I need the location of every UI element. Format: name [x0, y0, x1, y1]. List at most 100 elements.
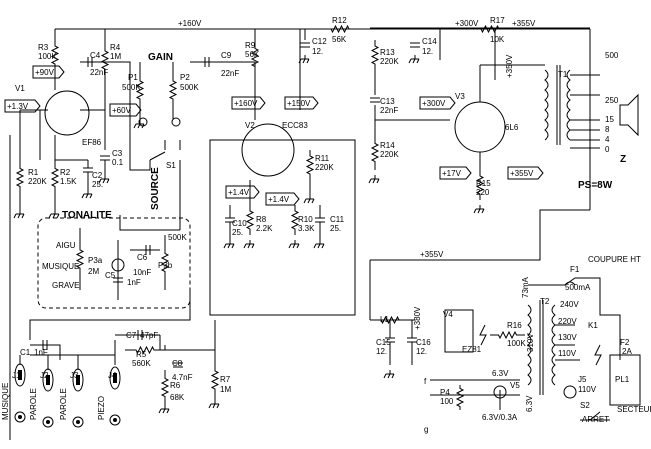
lamp-v5: [493, 385, 507, 399]
capacitor-c3: [100, 155, 110, 161]
label-ecc83: ECC83: [282, 121, 308, 130]
label-r7: R7: [220, 375, 231, 384]
label-r1: R1: [28, 168, 39, 177]
tone-output: [29, 290, 191, 340]
resistor-r16: [490, 330, 525, 340]
tag-90v: +90V: [35, 68, 55, 77]
label-p2: P2: [180, 73, 190, 82]
capacitor-c12: [300, 42, 310, 48]
label-aigu: AIGU: [56, 241, 76, 250]
tag-90v-box: [32, 65, 65, 79]
label-ef86: EF86: [82, 138, 102, 147]
resistor-r3: [50, 40, 60, 70]
label-c16v: 12.: [416, 347, 427, 356]
label-r9: R9: [245, 41, 256, 50]
speaker-icon: [619, 93, 639, 137]
capacitor-c11: [315, 217, 325, 223]
output-tap-500: 500: [605, 51, 619, 60]
label-f: f: [424, 377, 427, 386]
input-jack-j4: [109, 366, 121, 390]
label-r5v: 560K: [132, 359, 151, 368]
input-jack-j1-socket-pin: [18, 415, 22, 419]
label-c5: C5: [105, 271, 116, 280]
label-j4: J4: [108, 371, 117, 380]
resistor-r6: [160, 370, 170, 405]
input-jack-j1-pin: [18, 370, 22, 380]
label-r12: R12: [332, 16, 347, 25]
wiring: [9, 27, 621, 440]
label-r11v: 220K: [315, 163, 334, 172]
label-c13: C13: [380, 97, 395, 106]
label-c1: C1: [20, 348, 31, 357]
transformer-t1-primary: [544, 69, 549, 141]
capacitor-c9: [204, 57, 210, 67]
label-r4v: 1M: [110, 52, 121, 61]
label-220v: 220V: [558, 317, 577, 326]
capacitor-c6: [145, 245, 151, 255]
label-6-3v-0-3a: 6.3V/0.3A: [482, 413, 518, 422]
label-c8v: 4.7nF: [172, 373, 193, 382]
label-r2: R2: [60, 168, 71, 177]
label-r7v: 1M: [220, 385, 231, 394]
ground-symbol: [158, 405, 170, 414]
label-musique: MUSIQUE: [42, 262, 79, 271]
output-tap-8: 8: [605, 125, 610, 134]
label-t1: T1: [558, 70, 568, 79]
lightning-icon-2: [594, 344, 602, 366]
potentiometer-p1: [135, 75, 145, 105]
ground-symbol: [243, 240, 255, 249]
capacitor-c1: [42, 340, 48, 350]
label-g: g: [424, 425, 428, 434]
label-r8v: 2.2K: [256, 224, 273, 233]
ground-symbol: [223, 240, 235, 249]
label-k1: K1: [588, 321, 598, 330]
ground-symbol: [81, 190, 93, 199]
tag-17v-box: [439, 166, 472, 180]
input-jack-j3-socket: [72, 416, 84, 428]
tag-1-4v-b-box: [265, 192, 300, 206]
label-p3bv: 500K: [168, 233, 187, 242]
source-label: SOURCE: [150, 167, 161, 210]
potentiometer-p3b: [160, 235, 170, 290]
label-f2-rating: 2A: [622, 347, 632, 356]
tag-160v-box: [231, 96, 266, 110]
label-pl1: PL1: [615, 375, 630, 384]
tag-1-4v-b: +1.4V: [268, 195, 290, 204]
label-c5v: 1nF: [127, 278, 141, 287]
wire: [539, 300, 544, 395]
output-tap-15: 15: [605, 115, 614, 124]
tube-v3: [454, 101, 506, 153]
inductor-l1: [375, 315, 405, 325]
label-j5-110v: 110V: [578, 385, 597, 394]
tag-355v: +355V: [510, 169, 534, 178]
label-r13v: 220K: [380, 57, 399, 66]
capacitor-c13: [370, 97, 380, 103]
ground-symbol: [298, 55, 310, 64]
tag-300v: +300V: [422, 99, 446, 108]
label-r10v: 3.3K: [298, 224, 315, 233]
lightning-icon-1: [479, 324, 487, 346]
tag-1-4v-a-box: [225, 185, 260, 199]
label-c6: C6: [137, 253, 148, 262]
label-c4v: 22nF: [90, 68, 108, 77]
ground-symbol: [98, 175, 110, 184]
label-v1: V1: [15, 84, 25, 93]
label-v3: V3: [455, 92, 465, 101]
label-6-3v-a: 6.3V: [492, 369, 509, 378]
input-jack-j3-socket-pin: [76, 420, 80, 424]
wire: [96, 61, 151, 171]
ground-symbol: [303, 195, 315, 204]
label-r9v: 56K: [245, 50, 260, 59]
label-v5: V5: [510, 381, 520, 390]
wire: [80, 80, 106, 111]
label-r6v: 68K: [170, 393, 185, 402]
label-p4: P4: [440, 388, 450, 397]
label-c12v: 12.: [312, 47, 323, 56]
pilot-lamp-j5: [563, 385, 577, 399]
label-c14v: 12.: [422, 47, 433, 56]
text-labels: +160V+300V+355V+355V+90V+1.3V+60V+160V+1…: [1, 16, 651, 434]
capacitor-c2: [83, 167, 93, 173]
label-s1: S1: [166, 161, 176, 170]
label-p3a: P3a: [88, 256, 103, 265]
label-c12: C12: [312, 37, 327, 46]
